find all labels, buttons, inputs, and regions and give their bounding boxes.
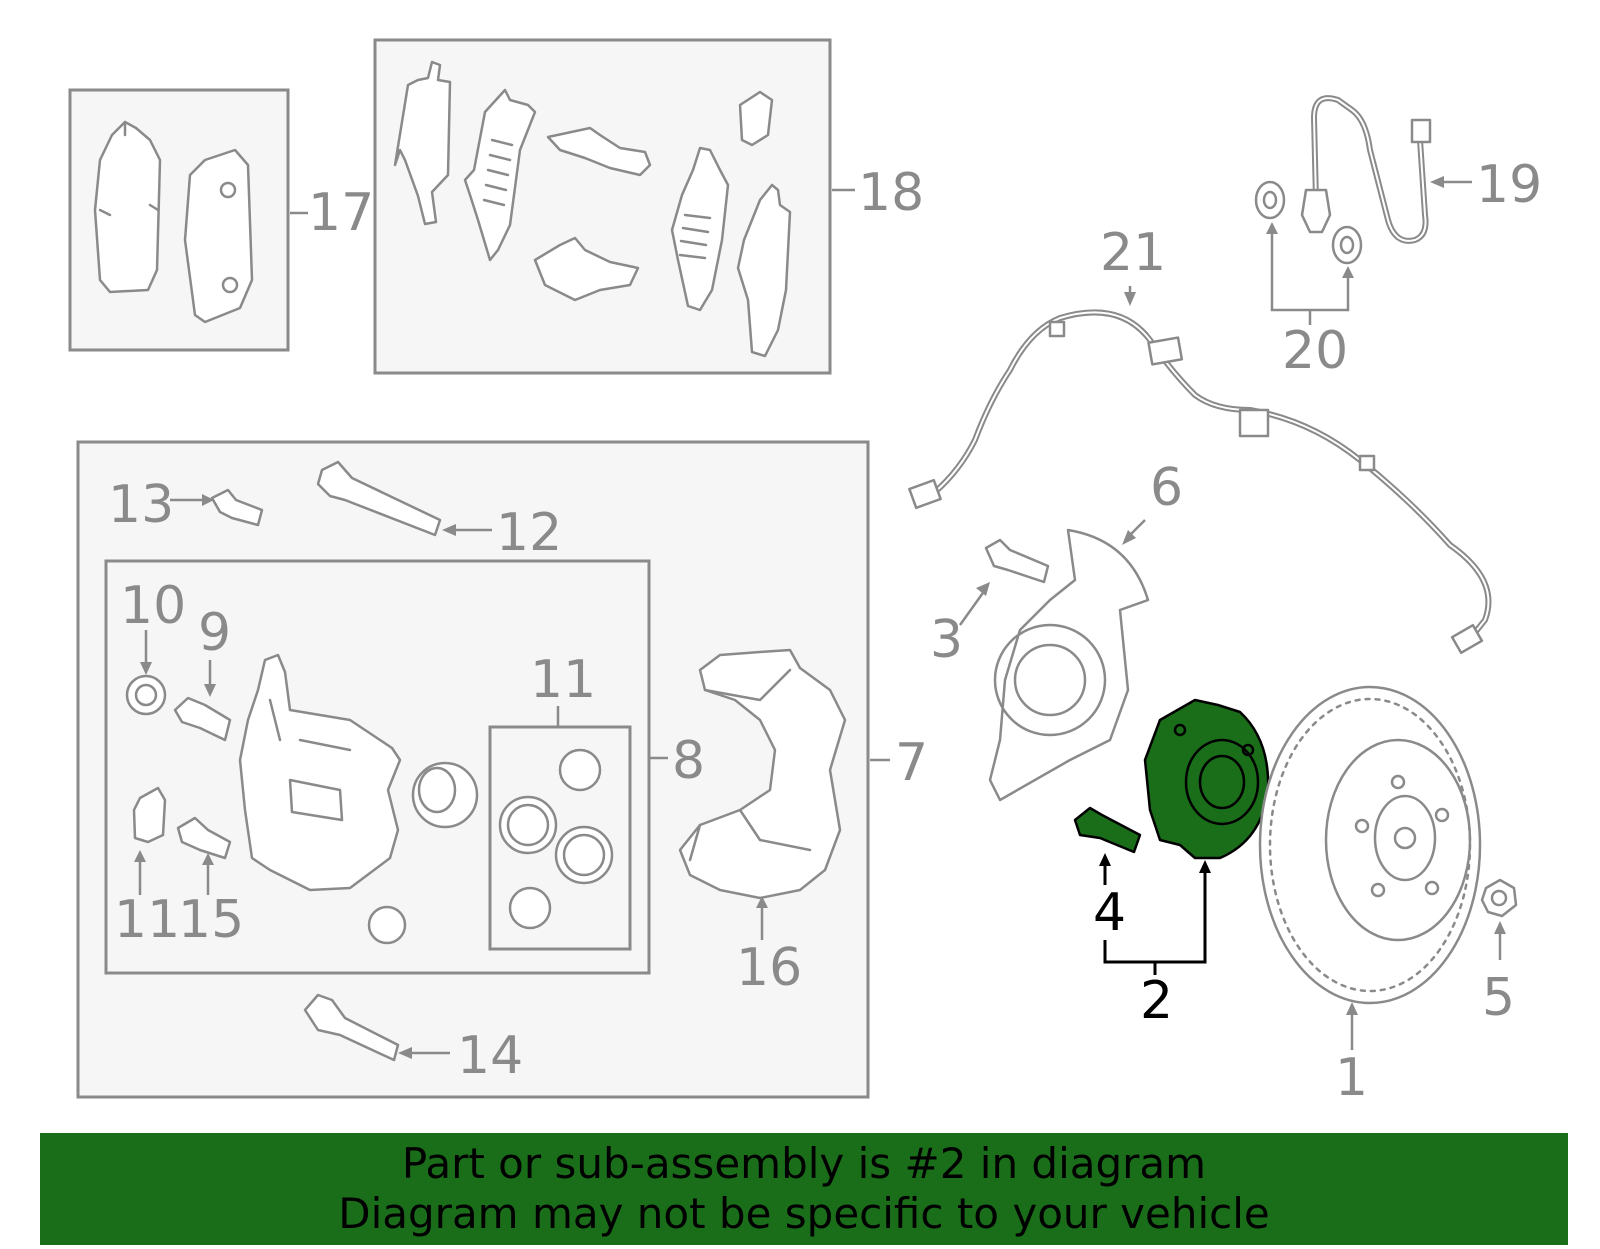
callout-8: 8: [672, 731, 705, 791]
callout-10: 10: [120, 576, 186, 636]
banner-line-2: Diagram may not be specific to your vehi…: [338, 1189, 1270, 1238]
callout-3: 3: [930, 610, 963, 670]
callout-5: 5: [1482, 968, 1515, 1028]
callout-2: 2: [1140, 971, 1173, 1031]
callout-11-left: 11: [114, 890, 180, 950]
abs-sensor-group: 21: [908, 223, 1492, 655]
dust-shield-group: 6 3: [930, 458, 1183, 802]
hardware-box: 18: [373, 38, 924, 375]
callout-12: 12: [496, 503, 562, 563]
info-banner: Part or sub-assembly is #2 in diagram Di…: [40, 1133, 1568, 1245]
rotor-group: 1 5: [1258, 685, 1518, 1108]
callout-20: 20: [1282, 321, 1348, 381]
callout-1: 1: [1335, 1048, 1368, 1108]
callout-16: 16: [736, 938, 802, 998]
callout-4: 4: [1093, 883, 1126, 943]
hub-assembly-highlight: 4 2: [1073, 698, 1270, 1031]
callout-6: 6: [1150, 458, 1183, 518]
brake-hose-group: 19 20: [1254, 95, 1542, 381]
callout-18: 18: [858, 163, 924, 223]
banner-line-1: Part or sub-assembly is #2 in diagram: [401, 1139, 1207, 1188]
callout-9: 9: [198, 603, 231, 663]
callout-19: 19: [1476, 155, 1542, 215]
caliper-box: 13 12 10 9 11 15 11: [76, 440, 928, 1099]
callout-17: 17: [308, 183, 374, 243]
pads-box: 17: [68, 88, 374, 352]
callout-13: 13: [108, 475, 174, 535]
callout-11: 11: [530, 650, 596, 710]
callout-14: 14: [457, 1026, 523, 1086]
callout-7: 7: [895, 733, 928, 793]
callout-21: 21: [1100, 223, 1166, 283]
callout-15: 15: [178, 890, 244, 950]
